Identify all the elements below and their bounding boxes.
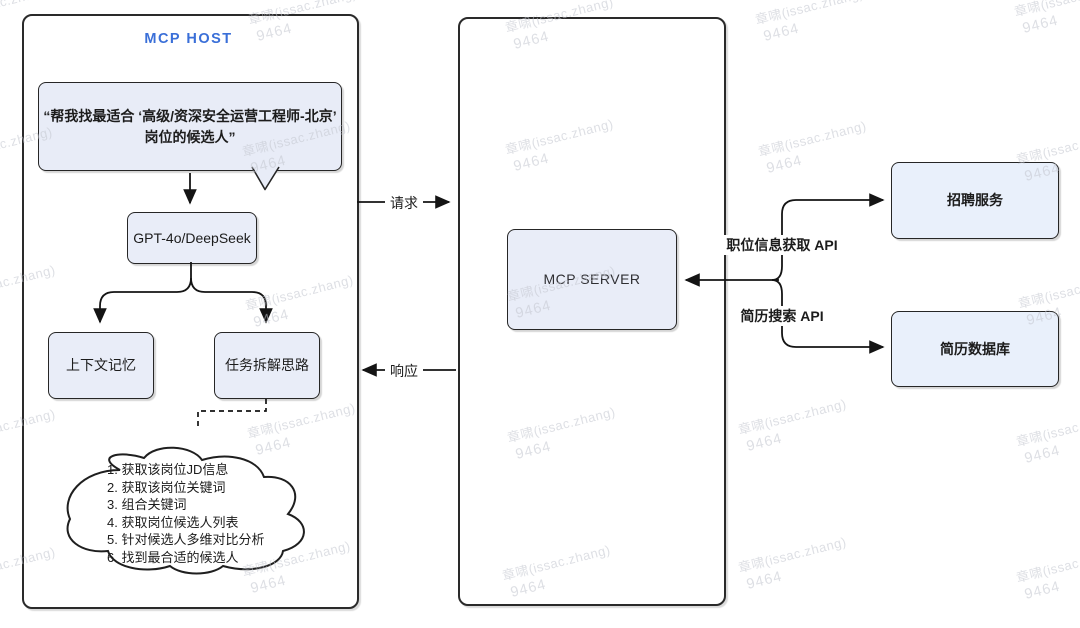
watermark-id: 9464 (744, 568, 785, 593)
watermark-name: 章啸(issac.zhang) (503, 0, 615, 36)
user-request-bubble: “帮我找最适合 ‘高级/资深安全运营工程师-北京’ 岗位的候选人” (38, 82, 342, 171)
watermark: 章啸(issac.zhang)9464 (505, 260, 621, 323)
mcp-server-node: MCP SERVER (507, 229, 677, 330)
watermark-name: 章啸(issac.zhang) (505, 263, 617, 305)
cloud-step: 2. 获取该岗位关键词 (107, 479, 226, 495)
watermark-id: 9464 (0, 0, 58, 41)
watermark-id: 9464 (253, 434, 294, 459)
watermark: 章啸(issac.zhang)9464 (240, 115, 356, 178)
watermark: 章啸(issac.zhang)9464 (240, 535, 356, 598)
watermark-name: 章啸(issac.zhang) (503, 116, 615, 158)
watermark: 章啸(issac.zhang)9464 (0, 259, 61, 322)
watermark-name: 章啸(issac.zhang) (1016, 270, 1080, 312)
cloud-step: 5. 针对候选人多维对比分析 (107, 532, 265, 547)
watermark-id: 9464 (744, 430, 785, 455)
recruit-service-node: 招聘服务 (891, 162, 1059, 239)
request-label: 请求 (385, 193, 423, 213)
watermark-name: 章啸(issac.zhang) (240, 538, 352, 580)
watermark-name: 章啸(issac.zhang) (0, 262, 57, 304)
cloud-step: 6. 找到最合适的候选人 (107, 549, 239, 565)
watermark-id: 9464 (248, 572, 289, 597)
watermark-name: 章啸(issac.zhang) (0, 544, 57, 586)
watermark-id: 9464 (0, 424, 61, 465)
watermark: 章啸(issac.zhang)9464 (246, 0, 362, 46)
watermark: 章啸(issac.zhang)9464 (505, 401, 621, 464)
cloud-step-list: 1. 获取该岗位JD信息 2. 获取该岗位关键词 3. 组合关键词 4. 获取岗… (107, 461, 264, 566)
task-decompose-node: 任务拆解思路 (214, 332, 320, 399)
user-request-line2: 岗位的候选人” (144, 128, 236, 145)
watermark: 章啸(issac.zhang)9464 (1012, 0, 1080, 38)
watermark-id: 9464 (513, 438, 554, 463)
watermark-name: 章啸(issac.zhang) (0, 0, 54, 24)
watermark: 章啸(issac.zhang)9464 (503, 113, 619, 176)
watermark-name: 章啸(issac.zhang) (756, 118, 868, 160)
watermark: 章啸(issac.zhang)9464 (736, 531, 852, 594)
watermark-name: 章啸(issac.zhang) (753, 0, 865, 28)
watermark: 章啸(issac.zhang)9464 (245, 397, 361, 460)
watermark: 章啸(issac.zhang)9464 (736, 393, 852, 456)
watermark-id: 9464 (251, 306, 292, 331)
watermark-id: 9464 (761, 20, 802, 45)
watermark-id: 9464 (254, 20, 295, 45)
watermark-id: 9464 (508, 576, 549, 601)
resume-db-node: 简历数据库 (891, 311, 1059, 387)
cloud-step: 1. 获取该岗位JD信息 (107, 462, 229, 477)
watermark-name: 章啸(issac.zhang) (736, 396, 848, 438)
watermark-id: 9464 (764, 152, 805, 177)
watermark-name: 章啸(issac.zhang) (246, 0, 358, 28)
watermark-name: 章啸(issac.zhang) (240, 118, 352, 160)
watermark: 章啸(issac.zhang)9464 (0, 0, 58, 42)
watermark-name: 章啸(issac.zhang) (1014, 544, 1080, 586)
watermark-name: 章啸(issac.zhang) (245, 400, 357, 442)
user-request-line1: “帮我找最适合 ‘高级/资深安全运营工程师-北京’ (43, 107, 337, 124)
watermark-name: 章啸(issac.zhang) (505, 404, 617, 446)
watermark: 章啸(issac.zhang)9464 (0, 121, 58, 184)
watermark-name: 章啸(issac.zhang) (0, 406, 57, 448)
watermark-name: 章啸(issac.zhang) (1012, 0, 1080, 20)
resume-api-label: 简历搜索 API (735, 306, 829, 326)
watermark: 章啸(issac.zhang)9464 (243, 269, 359, 332)
watermark-name: 章啸(issac.zhang) (1014, 126, 1080, 168)
cloud-step: 4. 获取岗位候选人列表 (107, 514, 239, 530)
response-label: 响应 (385, 361, 423, 381)
watermark-id: 9464 (1022, 578, 1063, 603)
watermark-id: 9464 (1024, 304, 1065, 329)
watermark: 章啸(issac.zhang)9464 (500, 539, 616, 602)
watermark: 章啸(issac.zhang)9464 (0, 403, 61, 466)
watermark-id: 9464 (511, 150, 552, 175)
watermark: 章啸(issac.zhang)9464 (1014, 405, 1080, 468)
context-memory-node: 上下文记忆 (48, 332, 154, 399)
watermark: 章啸(issac.zhang)9464 (1016, 267, 1080, 330)
watermark-id: 9464 (1022, 160, 1063, 185)
watermark-name: 章啸(issac.zhang) (0, 124, 54, 166)
watermark: 章啸(issac.zhang)9464 (0, 541, 61, 604)
model-node: GPT-4o/DeepSeek (127, 212, 257, 264)
watermark-name: 章啸(issac.zhang) (1014, 408, 1080, 450)
watermark: 章啸(issac.zhang)9464 (1014, 123, 1080, 186)
watermark: 章啸(issac.zhang)9464 (756, 115, 872, 178)
watermark: 章啸(issac.zhang)9464 (1014, 541, 1080, 604)
watermark: 章啸(issac.zhang)9464 (753, 0, 869, 46)
job-api-label: 职位信息获取 API (721, 235, 843, 255)
watermark-id: 9464 (0, 562, 61, 603)
watermark-id: 9464 (511, 28, 552, 53)
watermark: 章啸(issac.zhang)9464 (503, 0, 619, 54)
cloud-step: 3. 组合关键词 (107, 497, 187, 512)
watermark-name: 章啸(issac.zhang) (500, 542, 612, 584)
watermark-id: 9464 (1022, 442, 1063, 467)
watermark-id: 9464 (0, 142, 58, 183)
watermark-name: 章啸(issac.zhang) (736, 534, 848, 576)
watermark-name: 章啸(issac.zhang) (243, 272, 355, 314)
watermark-id: 9464 (0, 280, 61, 321)
watermark-id: 9464 (1020, 12, 1061, 37)
mcp-host-title: MCP HOST (144, 31, 233, 47)
watermark-id: 9464 (513, 297, 554, 322)
watermark-id: 9464 (248, 152, 289, 177)
